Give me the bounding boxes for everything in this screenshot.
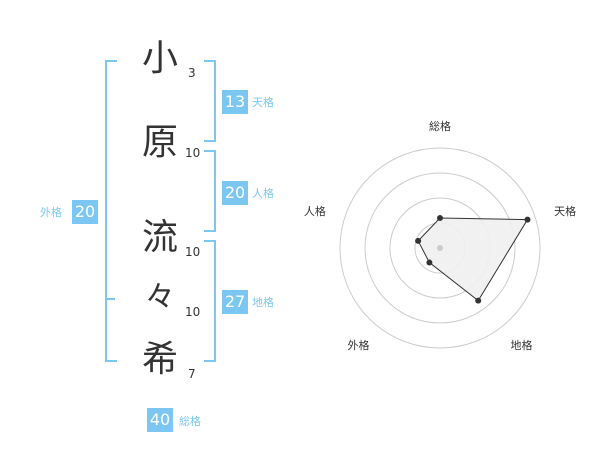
radar-axis-label-2: 天格: [554, 204, 576, 218]
stroke-count-1: 3: [188, 66, 196, 80]
soukaku-value: 40: [147, 408, 173, 432]
radar-point-5: [415, 237, 422, 244]
tenkaku-label: 天格: [252, 96, 274, 109]
radar-point-1: [437, 215, 443, 221]
chikaku-value: 27: [222, 290, 248, 314]
radar-point-3: [475, 297, 482, 304]
tenkaku-bracket: [204, 60, 216, 142]
name-char-5: 希: [141, 339, 178, 380]
radar-point-2: [524, 216, 531, 223]
jinkaku-bracket: [204, 150, 216, 232]
stroke-count-3: 10: [185, 245, 201, 259]
radar-axis-label-1: 総格: [429, 119, 451, 133]
stroke-count-4: 10: [185, 305, 201, 319]
radar-center: [437, 245, 443, 251]
radar-polygon: [417, 217, 529, 302]
radar-ring-4: [339, 147, 541, 349]
name-char-3: 流: [141, 217, 178, 258]
chikaku-label: 地格: [252, 296, 274, 309]
jinkaku-label: 人格: [252, 187, 274, 200]
radar-axis-label-5: 人格: [304, 204, 326, 218]
stroke-count-5: 7: [188, 367, 196, 381]
radar-axis-label-3: 地格: [511, 338, 533, 352]
radar-point-4: [426, 259, 433, 266]
chikaku-bracket: [204, 240, 216, 362]
name-char-4: 々: [145, 280, 175, 315]
gaikaku-label: 外格: [40, 206, 62, 219]
stroke-count-2: 10: [185, 146, 201, 160]
radar-ring-3: [364, 172, 516, 324]
name-char-1: 小: [141, 38, 178, 79]
soukaku-label: 総格: [179, 415, 201, 428]
jinkaku-value: 20: [222, 181, 248, 205]
radar-axis-label-4: 外格: [347, 338, 369, 352]
gaikaku-bracket-divider: [105, 298, 115, 300]
name-char-2: 原: [141, 122, 178, 163]
gaikaku-bracket: [105, 60, 117, 362]
gaikaku-value: 20: [72, 200, 98, 224]
tenkaku-value: 13: [222, 90, 248, 114]
